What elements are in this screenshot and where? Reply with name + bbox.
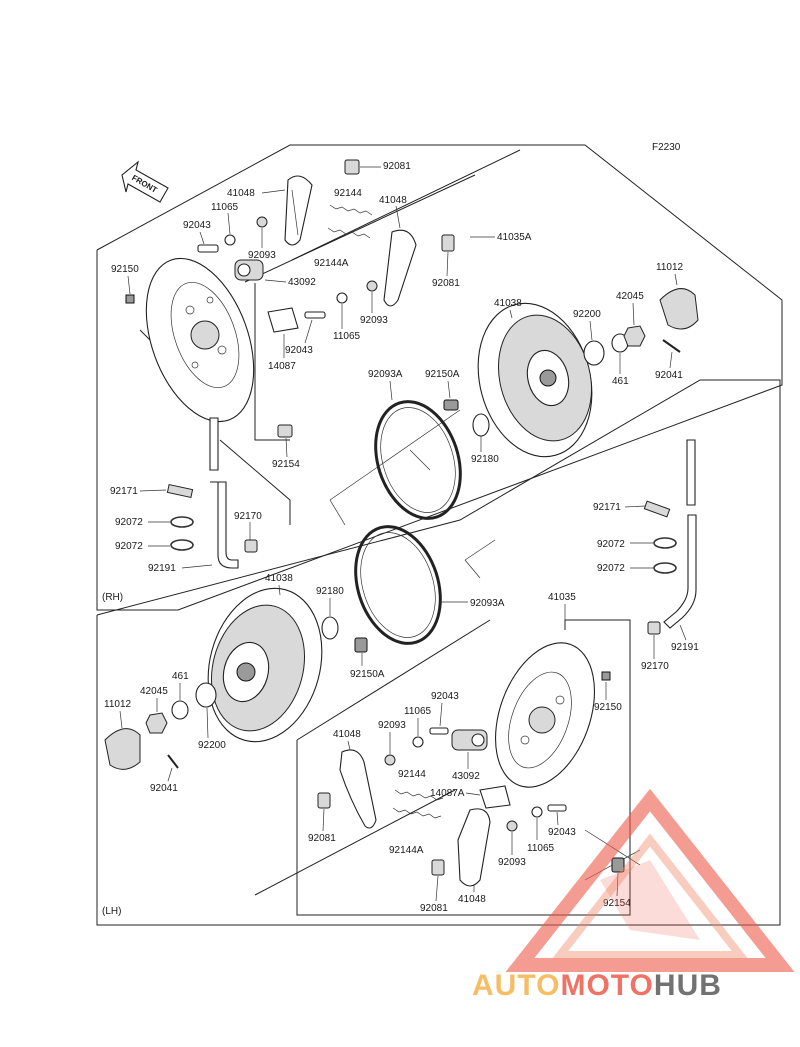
- label-92072: 92072: [597, 563, 625, 574]
- label-92180: 92180: [471, 454, 499, 465]
- section-rh-label: (RH): [102, 592, 123, 603]
- label-41048: 41048: [333, 729, 361, 740]
- label-92191: 92191: [148, 563, 176, 574]
- brake-shoe-lh-a: [339, 749, 377, 829]
- label-92081: 92081: [432, 278, 460, 289]
- label-92043: 92043: [431, 691, 459, 702]
- clip-92081-top: [344, 159, 360, 175]
- label-41048: 41048: [379, 195, 407, 206]
- label-92191: 92191: [671, 642, 699, 653]
- spring-92144: [329, 204, 373, 216]
- label-92072: 92072: [115, 517, 143, 528]
- seal-92093A-rh: [374, 400, 462, 520]
- label-92093A: 92093A: [368, 369, 403, 380]
- label-43092: 43092: [452, 771, 480, 782]
- label-92043: 92043: [183, 220, 211, 231]
- hub-cap-rh: [659, 288, 699, 330]
- label-92200: 92200: [198, 740, 226, 751]
- lh-labels: 41038 92180 92093A 41035 92171 92072 920…: [102, 502, 699, 917]
- label-92072: 92072: [597, 539, 625, 550]
- label-92180: 92180: [316, 586, 344, 597]
- label-92200: 92200: [573, 309, 601, 320]
- label-92154: 92154: [603, 898, 631, 909]
- label-92171: 92171: [593, 502, 621, 513]
- label-92093: 92093: [378, 720, 406, 731]
- label-461: 461: [612, 376, 629, 387]
- label-92081: 92081: [308, 833, 336, 844]
- hub-cap-lh: [104, 728, 141, 770]
- lh-parts: [104, 439, 697, 887]
- label-41038: 41038: [494, 298, 522, 309]
- label-92144: 92144: [334, 188, 362, 199]
- label-11065: 11065: [527, 843, 555, 854]
- label-92170: 92170: [641, 661, 669, 672]
- label-92081: 92081: [383, 161, 411, 172]
- label-92150: 92150: [111, 264, 139, 275]
- label-41035A: 41035A: [497, 232, 532, 243]
- lh-section-outline: [96, 379, 781, 926]
- label-11065: 11065: [404, 706, 432, 717]
- label-92072: 92072: [115, 541, 143, 552]
- label-41038: 41038: [265, 573, 293, 584]
- label-92170: 92170: [234, 511, 262, 522]
- label-92093: 92093: [248, 250, 276, 261]
- label-41035: 41035: [548, 592, 576, 603]
- label-92150: 92150: [594, 702, 622, 713]
- label-41048: 41048: [227, 188, 255, 199]
- label-92081: 92081: [420, 903, 448, 914]
- label-92093: 92093: [498, 857, 526, 868]
- label-11065: 11065: [211, 202, 239, 213]
- rh-parts: [125, 159, 699, 569]
- label-92154: 92154: [272, 459, 300, 470]
- rh-labels: 92081 41048 92144 41048 11065 92043 9209…: [102, 161, 684, 603]
- label-11065: 11065: [333, 331, 361, 342]
- label-14087A: 14087A: [430, 788, 465, 799]
- label-92041: 92041: [150, 783, 178, 794]
- label-42045: 42045: [140, 686, 168, 697]
- brake-shoe-rh-a: [284, 175, 313, 246]
- label-92144A: 92144A: [314, 258, 349, 269]
- label-42045: 42045: [616, 291, 644, 302]
- label-92041: 92041: [655, 370, 683, 381]
- label-92171: 92171: [110, 486, 138, 497]
- seal-92093A-lh: [354, 525, 442, 645]
- label-92093A: 92093A: [470, 598, 505, 609]
- label-92150A: 92150A: [350, 669, 385, 680]
- label-92093: 92093: [360, 315, 388, 326]
- label-92150A: 92150A: [425, 369, 460, 380]
- label-11012: 11012: [104, 699, 132, 710]
- figure-code: F2230: [652, 142, 681, 153]
- brake-shoe-lh-b: [457, 808, 491, 887]
- label-92144A: 92144A: [389, 845, 424, 856]
- brake-shoe-rh-b: [383, 229, 417, 307]
- label-92043: 92043: [285, 345, 313, 356]
- label-461: 461: [172, 671, 189, 682]
- front-arrow-icon: FRONT: [121, 160, 169, 203]
- svg-text:AUTOMOTOHUB: AUTOMOTOHUB: [472, 969, 722, 1002]
- label-92144: 92144: [398, 769, 426, 780]
- label-41048: 41048: [458, 894, 486, 905]
- section-lh-label: (LH): [102, 906, 121, 917]
- automotohub-watermark: AUTOMOTOHUB: [472, 788, 795, 1002]
- label-43092: 43092: [288, 277, 316, 288]
- label-14087: 14087: [268, 361, 296, 372]
- label-92043: 92043: [548, 827, 576, 838]
- label-11012: 11012: [656, 262, 684, 273]
